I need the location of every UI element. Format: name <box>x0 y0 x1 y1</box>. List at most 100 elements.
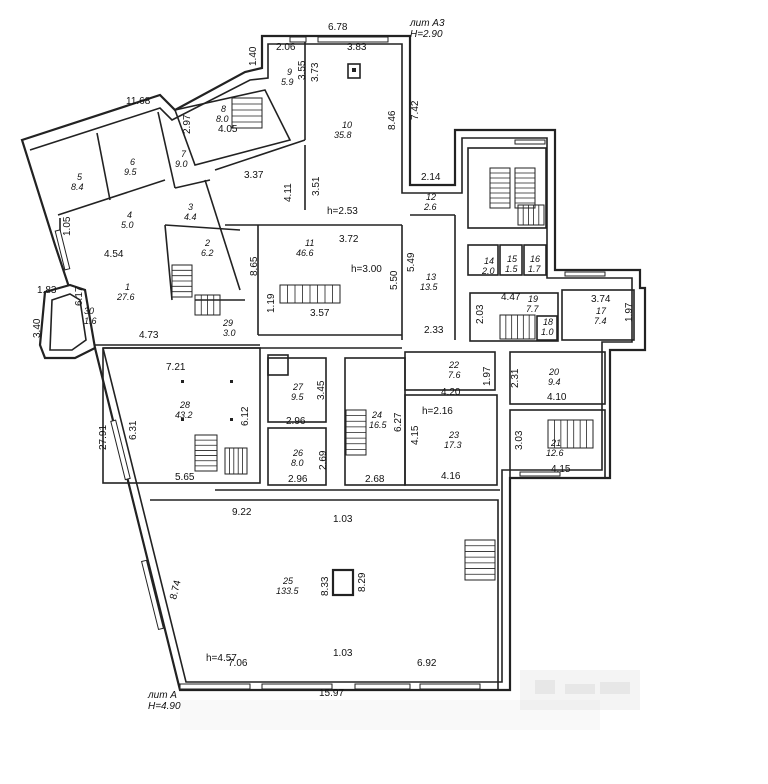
dim-340: 3.40 <box>32 318 43 338</box>
svg-text:26: 26 <box>292 448 303 458</box>
svg-text:7: 7 <box>181 149 187 159</box>
dim-612: 6.12 <box>240 406 251 426</box>
room-12: 122.6 <box>423 192 437 212</box>
room-27: 279.5 <box>291 382 305 402</box>
dim-197a: 1.97 <box>624 302 635 322</box>
svg-text:12.6: 12.6 <box>546 448 564 458</box>
svg-text:1.6: 1.6 <box>84 316 97 326</box>
dim-h300: h=3.00 <box>351 264 382 275</box>
dim-357: 3.57 <box>310 308 330 319</box>
room-15: 151.5 <box>505 254 519 274</box>
stair-flight <box>231 97 263 129</box>
svg-text:18: 18 <box>543 317 553 327</box>
dim-105: 1.05 <box>62 216 73 236</box>
svg-text:16.5: 16.5 <box>369 420 388 430</box>
dim-h457: h=4.57 <box>206 653 237 664</box>
svg-text:7.7: 7.7 <box>526 304 540 314</box>
room-9: 95.9 <box>281 67 294 87</box>
svg-text:9: 9 <box>287 67 292 77</box>
svg-text:23: 23 <box>448 430 459 440</box>
dim-721: 7.21 <box>166 362 186 373</box>
svg-text:17.3: 17.3 <box>444 440 462 450</box>
svg-text:6: 6 <box>130 157 135 167</box>
dim-473: 4.73 <box>139 330 159 341</box>
room-3: 34.4 <box>184 202 197 222</box>
dim-706: 7.06 <box>228 658 248 669</box>
svg-text:8.4: 8.4 <box>71 182 84 192</box>
stair-flight <box>464 539 496 581</box>
dim-454: 4.54 <box>104 249 124 260</box>
dim-296b: 2.96 <box>288 474 308 485</box>
room-29: 293.0 <box>222 318 236 338</box>
room-16: 161.7 <box>528 254 542 274</box>
dim-197b: 1.97 <box>482 366 493 386</box>
room-2: 26.2 <box>201 238 214 258</box>
dim-550: 5.50 <box>389 270 400 290</box>
stairs <box>171 97 594 581</box>
svg-text:9.5: 9.5 <box>291 392 305 402</box>
room-labels: 127.6 26.2 34.4 45.0 58.4 69.5 79.0 88.0… <box>71 67 607 596</box>
dim-103a: 1.03 <box>333 514 353 525</box>
dim-183: 1.83 <box>37 285 57 296</box>
dim-742: 7.42 <box>410 100 421 120</box>
dim-203: 2.03 <box>475 304 486 324</box>
stair-flight <box>171 264 193 298</box>
dim-h253: h=2.53 <box>327 206 358 217</box>
svg-text:1.0: 1.0 <box>541 327 554 337</box>
dim-233: 2.33 <box>424 325 444 336</box>
dim-420: 4.20 <box>441 387 461 398</box>
stair-flight <box>279 284 341 304</box>
wing-labels: лит А3 H=2.90 лит А H=4.90 <box>147 18 445 712</box>
svg-text:11: 11 <box>305 238 314 248</box>
dim-140: 1.40 <box>248 46 259 66</box>
svg-text:12: 12 <box>426 192 436 202</box>
svg-text:7.6: 7.6 <box>448 370 461 380</box>
dim-355: 3.55 <box>297 60 308 80</box>
svg-text:133.5: 133.5 <box>276 586 300 596</box>
stair-flight <box>514 167 536 209</box>
dim-383: 3.83 <box>347 42 367 53</box>
room-8: 88.0 <box>216 104 229 124</box>
svg-text:2.0: 2.0 <box>481 266 495 276</box>
dim-119: 1.19 <box>266 293 277 313</box>
dim-829: 8.29 <box>357 572 368 592</box>
stair-flight <box>499 314 536 340</box>
dim-922: 9.22 <box>232 507 252 518</box>
dim-1168: 11.68 <box>126 96 151 107</box>
svg-text:46.6: 46.6 <box>296 248 314 258</box>
svg-text:16: 16 <box>530 254 540 264</box>
svg-text:27: 27 <box>292 382 304 392</box>
svg-text:2.6: 2.6 <box>423 202 437 212</box>
dim-565: 5.65 <box>175 472 195 483</box>
dim-874: 8.74 <box>168 579 183 601</box>
room-22: 227.6 <box>448 360 461 380</box>
stair-flight <box>547 419 594 449</box>
svg-text:4.4: 4.4 <box>184 212 197 222</box>
svg-text:20: 20 <box>548 367 559 377</box>
room-7: 79.0 <box>175 149 188 169</box>
svg-text:13.5: 13.5 <box>420 282 439 292</box>
svg-text:3: 3 <box>188 202 193 212</box>
dim-206: 2.06 <box>276 42 296 53</box>
dim-268: 2.68 <box>365 474 385 485</box>
dim-865: 8.65 <box>249 256 260 276</box>
dim-678: 6.78 <box>328 22 348 33</box>
dim-627: 6.27 <box>393 412 404 432</box>
stair-flight <box>224 447 248 475</box>
stair-flight <box>517 204 545 226</box>
dim-337: 3.37 <box>244 170 264 181</box>
dim-1597: 15.97 <box>319 688 344 699</box>
svg-text:8.0: 8.0 <box>291 458 304 468</box>
svg-text:4: 4 <box>127 210 132 220</box>
windows <box>54 36 606 690</box>
stair-flight <box>489 167 511 209</box>
room-14: 142.0 <box>481 256 495 276</box>
dim-617: 6.17 <box>74 286 85 306</box>
svg-text:25: 25 <box>282 576 294 586</box>
dim-303: 3.03 <box>514 430 525 450</box>
